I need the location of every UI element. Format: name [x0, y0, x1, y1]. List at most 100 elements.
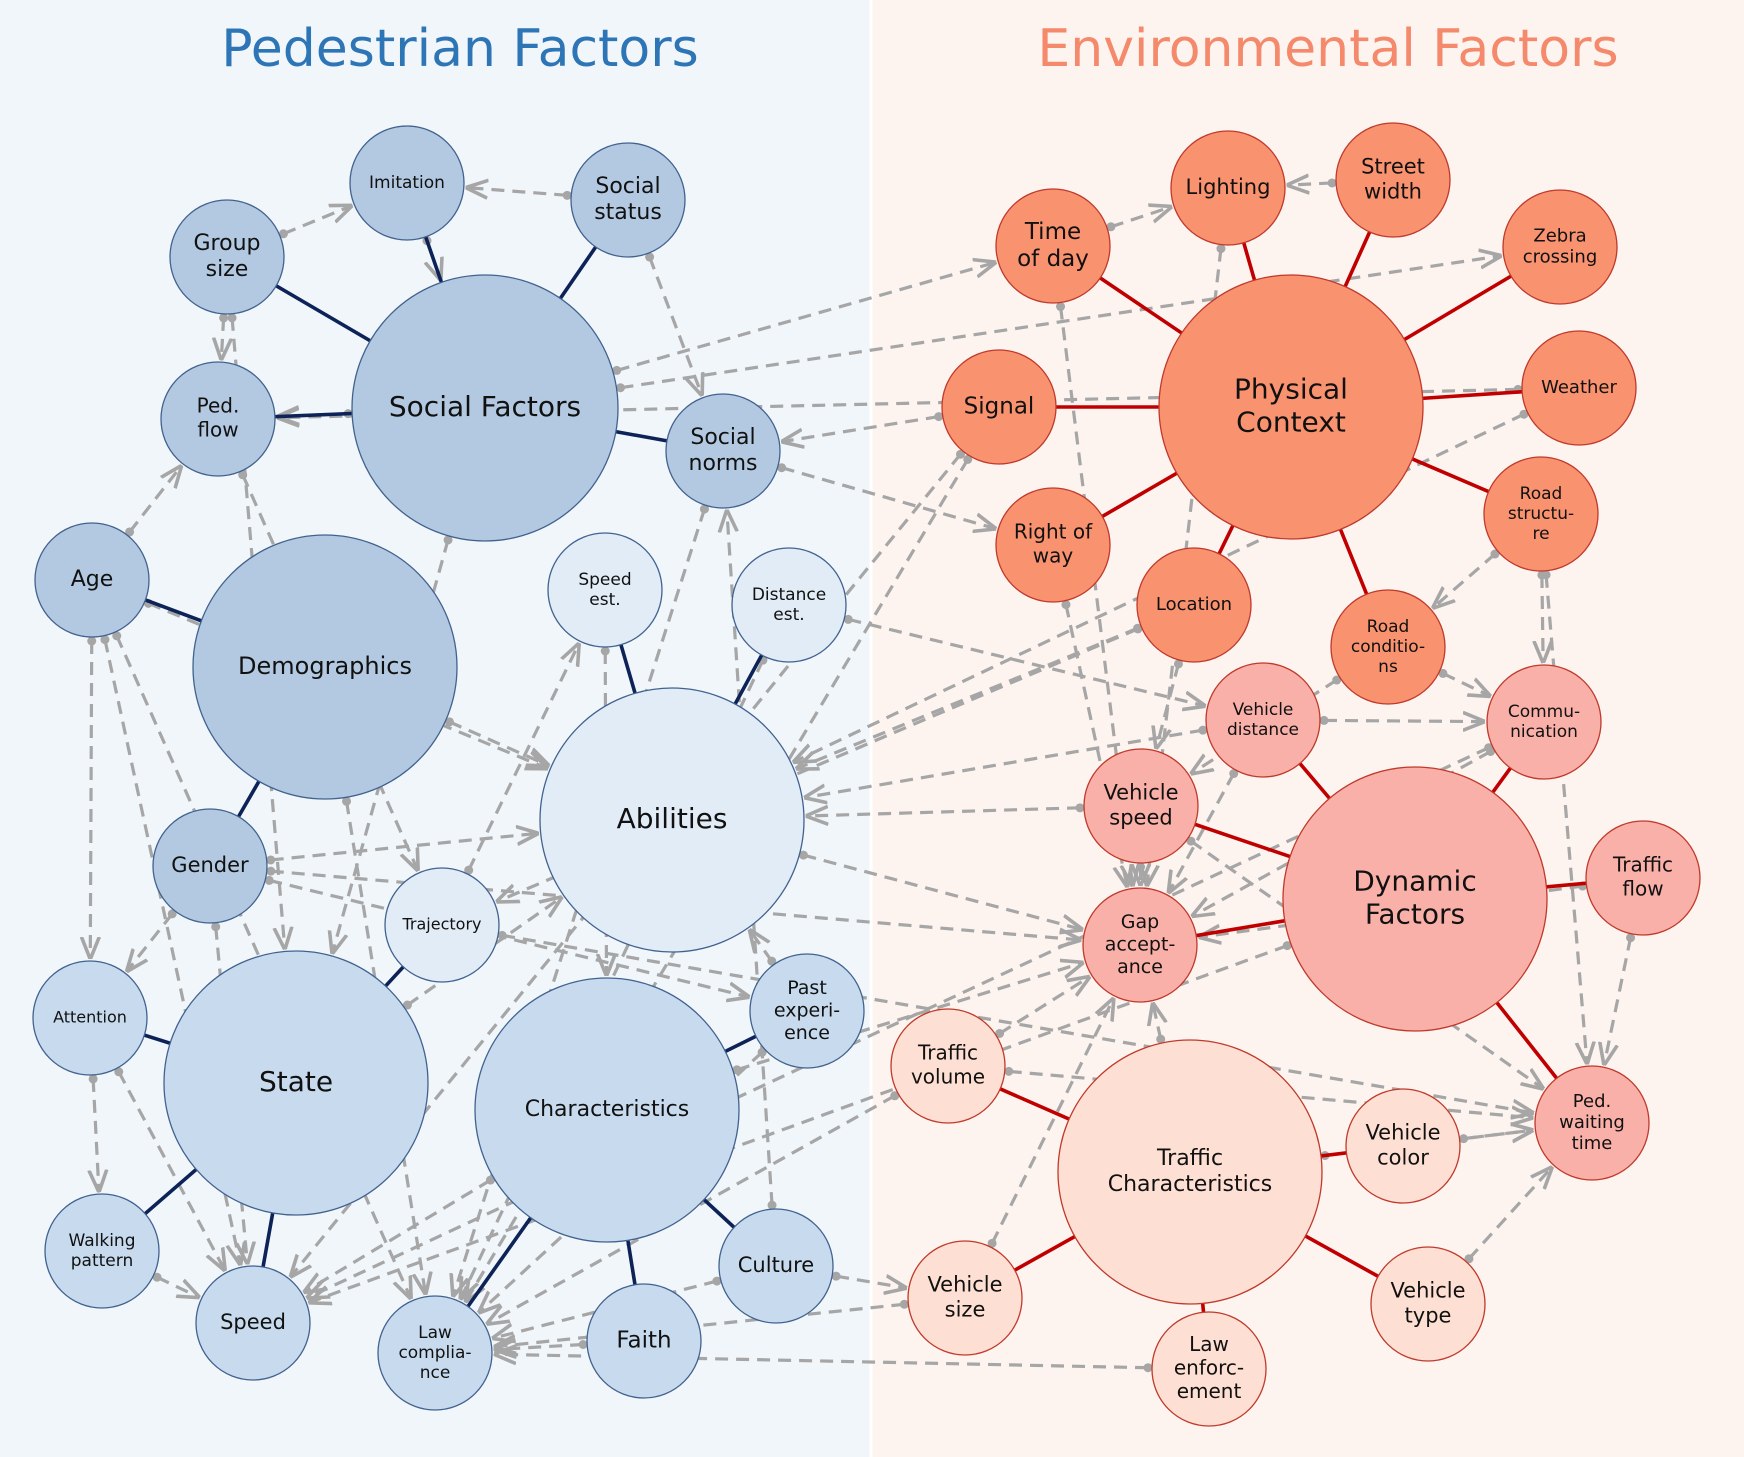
node-label: Faith — [616, 1328, 671, 1354]
node-circle — [1585, 820, 1701, 936]
node-circle — [1335, 122, 1451, 238]
dependency-origin-dot — [767, 1200, 777, 1210]
dependency-origin-dot — [1056, 302, 1066, 312]
dependency-arrow-vehicle-size-to-gap-acceptance — [990, 1000, 1113, 1245]
node-label: Right of — [1014, 520, 1093, 544]
node-label: Trajectory — [402, 915, 482, 934]
node-label: Lighting — [1186, 175, 1271, 199]
node-circle — [1136, 547, 1252, 663]
node-label: color — [1377, 1145, 1429, 1169]
node-label: of day — [1017, 246, 1089, 272]
dependency-arrow-communication-to-speed — [308, 746, 1490, 1298]
dependency-origin-dot — [987, 1238, 997, 1248]
node-label: volume — [911, 1064, 985, 1088]
dependency-origin-dot — [87, 636, 97, 646]
node-gender: Gender — [152, 808, 268, 924]
node-label: Law — [418, 1323, 452, 1343]
dependency-arrow-social-factors-to-time-of-day — [616, 263, 995, 372]
node-label: Characteristics — [525, 1097, 689, 1122]
node-label: Dynamic — [1353, 864, 1476, 897]
node-circle — [1330, 589, 1446, 705]
node-circle — [1345, 1088, 1461, 1204]
node-label: Vehicle — [1103, 781, 1178, 805]
node-label: Time — [1024, 219, 1081, 245]
dependency-origin-dot — [88, 1074, 98, 1084]
node-circle — [34, 522, 150, 638]
dependency-origin-dot — [100, 635, 110, 645]
node-circle — [163, 950, 429, 1216]
dependency-origin-dot — [578, 1339, 588, 1349]
node-label: Culture — [738, 1253, 814, 1277]
node-ped-flow: Ped.flow — [160, 361, 276, 477]
dependency-arrow-group-size-to-imitation — [282, 206, 350, 236]
dependency-origin-dot — [798, 850, 808, 860]
node-label: State — [259, 1065, 333, 1098]
dependency-origin-dot — [995, 1028, 1005, 1038]
dependency-origin-dot — [112, 631, 122, 641]
dependency-origin-dot — [1459, 1134, 1469, 1144]
dependency-origin-dot — [402, 1000, 412, 1010]
node-circle — [1282, 766, 1548, 1032]
factor-nodes: Social FactorsDemographicsAbilitiesState… — [32, 122, 1701, 1427]
dependency-arrow-vehicle-distance-to-communication — [1323, 720, 1483, 721]
dependency-origin-dot — [831, 1271, 841, 1281]
node-label: Imitation — [369, 173, 445, 193]
node-circle — [351, 274, 619, 542]
node-age: Age — [34, 522, 150, 638]
node-label: Road — [1520, 484, 1563, 504]
node-label: Vehicle — [1365, 1121, 1440, 1145]
dependency-origin-dot — [1327, 178, 1337, 188]
node-circle — [547, 532, 663, 648]
node-social-factors: Social Factors — [351, 274, 619, 542]
node-label: crossing — [1523, 247, 1598, 268]
dependency-arrow-characteristics-to-speed — [305, 1178, 492, 1291]
dependency-origin-dot — [278, 229, 288, 239]
node-label: Abilities — [617, 802, 728, 835]
node-label: re — [1532, 524, 1549, 544]
node-circle — [349, 125, 465, 241]
dependency-origin-dot — [562, 190, 572, 200]
dependency-origin-dot — [757, 1047, 767, 1057]
environmental-factors-title: Environmental Factors — [1037, 19, 1618, 79]
dependency-arrow-vehicle-size-to-law-compliance — [496, 1302, 905, 1346]
dependency-origin-dot — [712, 1276, 722, 1286]
dependency-origin-dot — [1106, 222, 1116, 232]
node-circle — [731, 547, 847, 663]
node-label: Commu- — [1508, 702, 1580, 722]
node-label: Social — [595, 174, 660, 199]
dependency-origin-dot — [114, 1067, 124, 1077]
dependency-origin-dot — [464, 865, 474, 875]
node-circle — [1151, 1311, 1267, 1427]
dependency-origin-dot — [238, 470, 248, 480]
dependency-origin-dot — [955, 449, 965, 459]
dependency-arrow-dynamic-factors-to-speed — [310, 944, 1288, 1302]
dependency-origin-dot — [1490, 549, 1500, 559]
dependency-arrow-vehicle-distance-to-gap-acceptance — [1169, 772, 1236, 892]
node-label: accept- — [1105, 934, 1176, 956]
dependency-origin-dot — [1075, 803, 1085, 813]
dependency-arrow-traffic-characteristics-to-gap-acceptance — [1153, 1005, 1161, 1040]
dependency-origin-dot — [1626, 933, 1636, 943]
dependency-arrow-gender-to-abilities — [270, 833, 537, 862]
dependency-origin-dot — [1229, 769, 1239, 779]
dependency-origin-dot — [1136, 862, 1146, 872]
dependency-origin-dot — [1186, 836, 1196, 846]
dependency-arrow-road-structure-to-communication — [1542, 574, 1543, 661]
node-circle — [995, 487, 1111, 603]
dependency-arrow-walking-pattern-to-speed — [156, 1275, 198, 1296]
dependency-arrow-social-norms-to-right-of-way — [781, 466, 995, 529]
node-characteristics: Characteristics — [474, 977, 740, 1243]
dependency-arrow-social-status-to-imitation — [468, 188, 568, 196]
node-label: ence — [784, 1022, 830, 1044]
node-label: Past — [787, 977, 827, 999]
dependency-origin-dot — [963, 454, 973, 464]
node-faith: Faith — [586, 1283, 702, 1399]
dependency-origin-dot — [264, 875, 274, 885]
